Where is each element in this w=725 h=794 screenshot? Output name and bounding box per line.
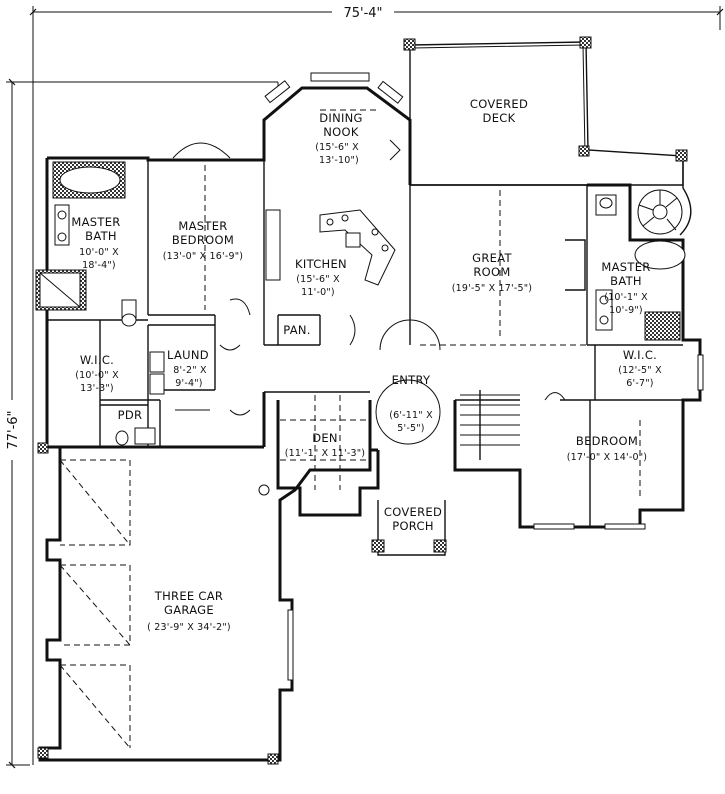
windows xyxy=(172,72,704,681)
svg-text:9'-4"): 9'-4") xyxy=(175,378,202,389)
svg-text:(19'-5" X 17'-5"): (19'-5" X 17'-5") xyxy=(452,283,532,294)
corner-column xyxy=(37,747,49,759)
room-label-covered-deck: COVERED DECK xyxy=(470,97,528,125)
svg-text:BEDROOM: BEDROOM xyxy=(576,434,638,448)
powder-fixtures xyxy=(115,427,156,446)
room-label-great-room: GREAT ROOM (19'-5" X 17'-5") xyxy=(452,251,532,294)
svg-text:PAN.: PAN. xyxy=(283,323,311,337)
dashed-lines xyxy=(59,109,641,749)
svg-text:THREE CAR: THREE CAR xyxy=(154,589,223,603)
door-swings xyxy=(175,139,566,445)
svg-text:DEN: DEN xyxy=(312,431,338,445)
deck-post xyxy=(675,149,688,162)
svg-text:GARAGE: GARAGE xyxy=(164,603,214,617)
deck-post xyxy=(579,36,592,49)
room-label-covered-porch: COVERED PORCH xyxy=(384,505,442,533)
svg-text:(6'-11" X: (6'-11" X xyxy=(389,410,433,421)
room-label-wic-right: W.I.C. (12'-5" X 6'-7") xyxy=(618,348,662,389)
room-label-dining-nook: DINING NOOK (15'-6" X 13'-10") xyxy=(315,111,363,166)
master-bath-left-fixtures xyxy=(35,161,137,327)
exterior-walls xyxy=(38,86,702,762)
svg-text:COVERED: COVERED xyxy=(470,97,528,111)
svg-text:(13'-0" X 16'-9"): (13'-0" X 16'-9") xyxy=(163,251,243,262)
svg-text:PORCH: PORCH xyxy=(392,519,434,533)
deck-post xyxy=(578,145,590,157)
main-stair xyxy=(460,390,520,460)
svg-text:(10'-0" X: (10'-0" X xyxy=(75,370,119,381)
svg-text:PDR: PDR xyxy=(118,408,143,422)
svg-text:GREAT: GREAT xyxy=(472,251,512,265)
room-label-master-bedroom: MASTER BEDROOM (13'-0" X 16'-9") xyxy=(163,219,243,262)
room-label-pantry: PAN. xyxy=(283,323,311,337)
svg-text:LAUND: LAUND xyxy=(167,348,209,362)
svg-text:(11'-1" X 11'-3"): (11'-1" X 11'-3") xyxy=(285,448,365,459)
laundry-fixtures xyxy=(149,351,165,395)
covered-porch-structure xyxy=(371,500,447,556)
svg-text:(15'-6" X: (15'-6" X xyxy=(296,274,340,285)
room-label-bedroom: BEDROOM (17'-0" X 14'-0") xyxy=(567,434,647,463)
interior-walls xyxy=(47,160,683,527)
deck-post xyxy=(403,38,416,51)
svg-text:(12'-5" X: (12'-5" X xyxy=(618,365,662,376)
room-label-kitchen: KITCHEN (15'-6" X 11'-0") xyxy=(295,257,347,298)
svg-text:BATH: BATH xyxy=(85,229,117,243)
kitchen-fixtures xyxy=(265,209,396,286)
covered-deck-structure xyxy=(403,36,688,186)
master-bath-right-fixtures xyxy=(565,194,686,341)
svg-text:(17'-0" X 14'-0"): (17'-0" X 14'-0") xyxy=(567,452,647,463)
garage-post xyxy=(258,484,270,496)
svg-text:DINING: DINING xyxy=(319,111,363,125)
svg-text:BEDROOM: BEDROOM xyxy=(172,233,234,247)
svg-text:13'-10"): 13'-10") xyxy=(319,155,359,166)
corner-column xyxy=(37,442,49,454)
svg-text:ENTRY: ENTRY xyxy=(392,373,431,387)
room-label-entry: ENTRY (6'-11" X 5'-5") xyxy=(389,373,433,434)
svg-text:(15'-6" X: (15'-6" X xyxy=(315,142,359,153)
svg-text:18'-4"): 18'-4") xyxy=(82,260,116,271)
overall-width-dimension: 75'-4" xyxy=(29,4,724,30)
svg-text:11'-0"): 11'-0") xyxy=(301,287,335,298)
room-label-wic-left: W.I.C. (10'-0" X 13'-3") xyxy=(75,353,119,394)
svg-text:BATH: BATH xyxy=(610,274,642,288)
room-label-den: DEN (11'-1" X 11'-3") xyxy=(285,431,365,459)
svg-text:10'-9"): 10'-9") xyxy=(609,305,643,316)
svg-text:KITCHEN: KITCHEN xyxy=(295,257,347,271)
svg-text:MASTER: MASTER xyxy=(601,260,650,274)
corner-column xyxy=(267,753,279,765)
svg-text:MASTER: MASTER xyxy=(178,219,227,233)
overall-depth-label: 77'-6" xyxy=(6,410,21,449)
svg-text:W.I.C.: W.I.C. xyxy=(623,348,657,362)
room-label-laundry: LAUND 8'-2" X 9'-4") xyxy=(167,348,209,389)
overall-depth-dimension: 77'-6" xyxy=(4,78,30,769)
svg-text:13'-3"): 13'-3") xyxy=(80,383,114,394)
svg-text:10'-0" X: 10'-0" X xyxy=(79,247,119,258)
svg-text:MASTER: MASTER xyxy=(71,215,120,229)
svg-text:6'-7"): 6'-7") xyxy=(626,378,653,389)
room-label-master-bath-right: MASTER BATH (10'-1" X 10'-9") xyxy=(601,260,650,316)
svg-text:8'-2" X: 8'-2" X xyxy=(173,365,207,376)
svg-text:COVERED: COVERED xyxy=(384,505,442,519)
room-label-garage: THREE CAR GARAGE ( 23'-9" X 34'-2") xyxy=(147,589,231,633)
svg-text:(10'-1" X: (10'-1" X xyxy=(604,292,648,303)
overall-width-label: 75'-4" xyxy=(343,6,382,21)
svg-text:ROOM: ROOM xyxy=(473,265,510,279)
svg-text:W.I.C.: W.I.C. xyxy=(80,353,114,367)
spiral-stair xyxy=(637,161,692,236)
room-label-powder: PDR xyxy=(118,408,143,422)
svg-text:5'-5"): 5'-5") xyxy=(397,423,424,434)
svg-text:NOOK: NOOK xyxy=(323,125,359,139)
svg-text:( 23'-9" X 34'-2"): ( 23'-9" X 34'-2") xyxy=(147,622,231,633)
svg-text:DECK: DECK xyxy=(483,111,516,125)
room-label-master-bath-left: MASTER BATH 10'-0" X 18'-4") xyxy=(71,215,120,271)
